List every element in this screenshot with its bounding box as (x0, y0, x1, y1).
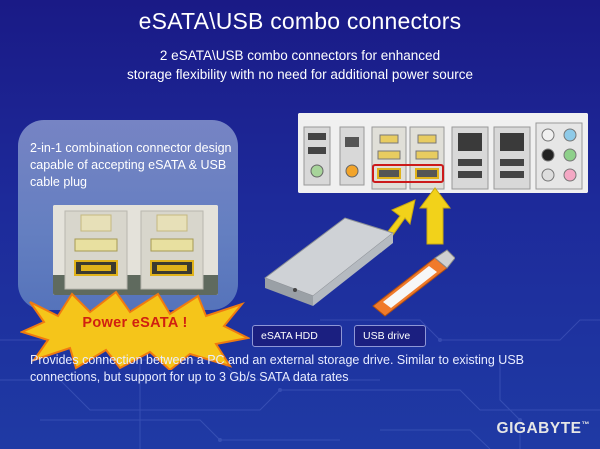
rear-io-panel-image (298, 113, 588, 193)
power-esata-starburst (20, 290, 250, 370)
slide-title: eSATA\USB combo connectors (138, 8, 462, 34)
slide-subtitle: 2 eSATA\USB combo connectors for enhance… (0, 46, 600, 84)
power-esata-label: Power eSATA ! (82, 315, 188, 331)
logo-trademark: ™ (581, 420, 590, 429)
esata-hdd-label: eSATA HDD (252, 325, 342, 347)
usb-drive-label: USB drive (354, 325, 426, 347)
devices-illustration (263, 187, 455, 317)
usb-drive-image (372, 249, 455, 317)
subtitle-line-2: storage flexibility with no need for add… (127, 67, 473, 82)
logo-text: GIGABYTE (496, 420, 582, 437)
gigabyte-logo: GIGABYTE™ (480, 420, 590, 438)
external-hdd-image (263, 217, 395, 306)
callout-text: 2-in-1 combination connector design capa… (30, 141, 232, 189)
subtitle-line-1: 2 eSATA\USB combo connectors for enhance… (159, 48, 441, 63)
description-text: Provides connection between a PC and an … (30, 353, 525, 384)
connector-closeup-image (53, 205, 218, 295)
